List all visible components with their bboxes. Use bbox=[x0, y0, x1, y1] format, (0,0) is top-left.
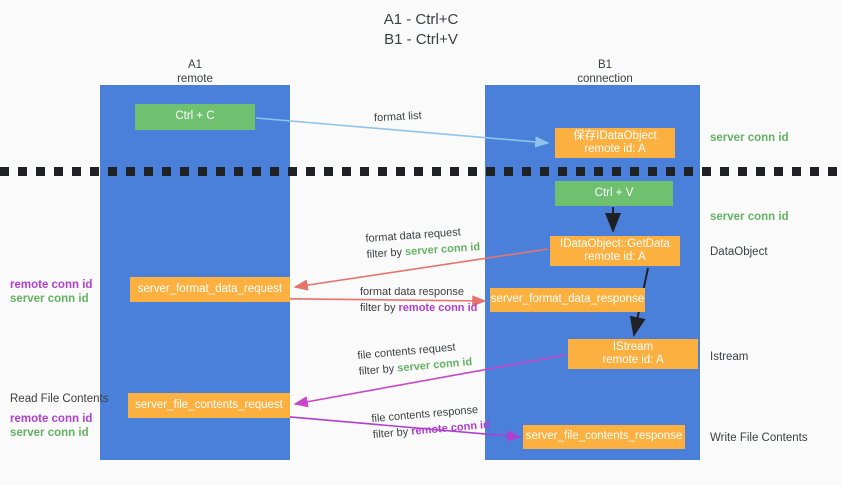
label-format-data-response-filter: filter by remote conn id bbox=[360, 301, 477, 316]
box-ctrl-c[interactable]: Ctrl + C bbox=[135, 104, 255, 130]
column-a1-name: A1 bbox=[187, 59, 203, 71]
title-line-1: A1 - Ctrl+C bbox=[383, 11, 459, 28]
note-server-conn-id-upper: server conn id bbox=[10, 293, 89, 305]
box-server-file-contents-request[interactable]: server_file_contents_request bbox=[128, 393, 290, 418]
label-format-data-response-line1: format data response bbox=[360, 286, 464, 298]
column-header-a1: A1 remote bbox=[125, 58, 265, 86]
box-save-idataobject-line1: 保存IDataObject bbox=[573, 129, 657, 142]
note-server-conn-id-mid: server conn id bbox=[710, 211, 789, 223]
box-ctrl-v[interactable]: Ctrl + V bbox=[555, 181, 673, 206]
box-getdata-line1: IDataObject::GetData bbox=[560, 237, 670, 250]
label-file-contents-response: file contents response filter by remote … bbox=[371, 402, 491, 443]
box-server-format-data-response-label: server_format_data_response bbox=[490, 293, 645, 306]
note-read-file-contents: Read File Contents bbox=[10, 393, 109, 405]
phase-divider-dashed-line bbox=[0, 167, 842, 176]
box-server-file-contents-response[interactable]: server_file_contents_response bbox=[523, 425, 685, 449]
box-ctrl-v-label: Ctrl + V bbox=[594, 186, 634, 199]
filter-server-conn-id: server conn id bbox=[404, 241, 481, 259]
note-istream: Istream bbox=[710, 351, 749, 363]
filter-prefix: filter by bbox=[360, 302, 399, 314]
filter-prefix: filter by bbox=[358, 362, 398, 378]
page-title: A1 - Ctrl+C B1 - Ctrl+V bbox=[0, 10, 842, 50]
filter-prefix: filter by bbox=[372, 425, 412, 442]
note-remote-conn-id-lower: remote conn id bbox=[10, 413, 93, 425]
box-server-file-contents-request-label: server_file_contents_request bbox=[135, 398, 283, 411]
label-format-list: format list bbox=[374, 109, 422, 126]
box-idataobject-getdata[interactable]: IDataObject::GetData remote id: A bbox=[550, 236, 680, 266]
filter-remote-conn-id: remote conn id bbox=[398, 302, 478, 314]
note-dataobject: DataObject bbox=[710, 246, 768, 258]
label-format-data-response: format data response filter by remote co… bbox=[360, 285, 477, 316]
filter-prefix: filter by bbox=[366, 246, 406, 261]
box-save-idataobject[interactable]: 保存IDataObject remote id: A bbox=[555, 128, 675, 158]
box-server-format-data-request[interactable]: server_format_data_request bbox=[130, 277, 290, 302]
box-server-format-data-request-label: server_format_data_request bbox=[137, 282, 283, 295]
column-b1-name: B1 bbox=[597, 59, 613, 71]
box-save-idataobject-line2: remote id: A bbox=[584, 143, 646, 155]
box-istream-line2: remote id: A bbox=[602, 354, 664, 366]
note-server-conn-id-top: server conn id bbox=[710, 132, 789, 144]
label-format-list-text: format list bbox=[373, 109, 422, 125]
label-format-data-request: format data request filter by server con… bbox=[365, 224, 481, 263]
box-istream-line1: IStream bbox=[612, 340, 654, 353]
label-file-contents-request: file contents request filter by server c… bbox=[357, 339, 473, 380]
note-conn-ids-lower: remote conn id server conn id bbox=[10, 412, 92, 440]
note-remote-conn-id-upper: remote conn id bbox=[10, 279, 93, 291]
box-istream[interactable]: IStream remote id: A bbox=[568, 339, 698, 369]
note-conn-ids-upper: remote conn id server conn id bbox=[10, 278, 92, 306]
box-ctrl-c-label: Ctrl + C bbox=[175, 110, 215, 123]
note-write-file-contents: Write File Contents bbox=[710, 432, 808, 444]
column-a1-role: remote bbox=[177, 73, 213, 85]
column-b1-role: connection bbox=[577, 73, 633, 85]
title-line-2: B1 - Ctrl+V bbox=[384, 31, 458, 48]
box-getdata-line2: remote id: A bbox=[584, 251, 646, 263]
note-server-conn-id-lower: server conn id bbox=[10, 427, 89, 439]
box-server-file-contents-response-label: server_file_contents_response bbox=[525, 430, 683, 443]
column-header-b1: B1 connection bbox=[525, 58, 685, 86]
box-server-format-data-response[interactable]: server_format_data_response bbox=[490, 288, 645, 312]
